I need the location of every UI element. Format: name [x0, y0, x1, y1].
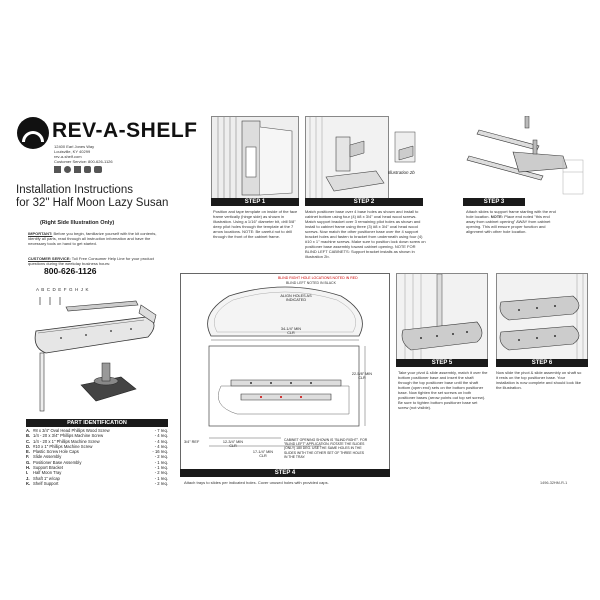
parts-heading: PART IDENTIFICATION [26, 419, 168, 427]
important-label: IMPORTANT: [28, 231, 53, 236]
brand-logo [16, 116, 50, 150]
step-4-dim-4: 12-3/4" MIN CLR [222, 440, 244, 448]
step-4-dim-1: 34-1/4" MIN CLR [280, 327, 302, 335]
step-6-text: Now slide the pivot & slide assembly on … [496, 370, 582, 390]
step-3-text: Attach slides to support frame starting … [466, 209, 556, 234]
customer-service-label: CUSTOMER SERVICE: [28, 256, 71, 261]
step-6-illustration [496, 273, 588, 361]
brand-name: REV-A-SHELF [52, 119, 198, 142]
brand-address: 12400 Earl Jones Way Louisville, KY 4029… [54, 144, 144, 164]
address-line: Louisville, KY 40299 [54, 149, 91, 154]
step-3-label: STEP 3 [463, 198, 525, 206]
step-1-label: STEP 1 [211, 198, 299, 206]
address-line: 12400 Earl Jones Way [54, 144, 95, 149]
pinterest-icon[interactable] [64, 166, 71, 173]
customer-service-block: CUSTOMER SERVICE: Toll Free Consumer Hel… [28, 256, 166, 266]
step-2-illustration [305, 116, 389, 200]
list-item: G.Positioner Base Assembly- 1 req. [26, 459, 168, 465]
address-line: rev-a-shelf.com [54, 154, 82, 159]
step-2b-illustration [391, 128, 421, 168]
step-4-dim-3: 3/4" REF [184, 440, 200, 444]
step-3-main-text: Attach slides to support frame starting … [466, 209, 556, 219]
parts-list: A.#8 x 3/4" Oval Head Phillips Wood Scre… [26, 428, 168, 486]
important-block: IMPORTANT: Before you begin, familiarize… [28, 231, 166, 246]
step-4-red-note-1: BLIND RIGHT HOLE LOCATIONS NOTED IN RED [278, 276, 358, 280]
illustration-note: (Right Side Illustration Only) [40, 220, 115, 226]
logo-mark-icon [17, 117, 49, 149]
document-code: 1496-32HM-R-1 [540, 481, 568, 485]
list-item: A.#8 x 3/4" Oval Head Phillips Wood Scre… [26, 428, 168, 433]
step-5-label: STEP 5 [396, 359, 488, 367]
facebook-icon[interactable] [54, 166, 61, 173]
address-line: Customer Service: 800-626-1126 [54, 159, 113, 164]
list-item: J.Shaft 1" w/cap- 1 req. [26, 475, 168, 481]
parts-letters: A B C D E F G H J K [36, 287, 89, 292]
step-3-note: Place end noted "this end away from cabi… [466, 214, 551, 234]
list-item: F.Slide Assembly- 2 req. [26, 454, 168, 460]
step-2b-callout: Illustration 2b [388, 170, 415, 175]
step-2-label: STEP 2 [305, 198, 423, 206]
step-2-text: Match positioner base over 4 base holes … [305, 209, 426, 259]
step-3-illustration [463, 115, 587, 198]
important-text: Before you begin, familiarize yourself w… [28, 231, 157, 246]
step-5-illustration [396, 273, 488, 361]
parts-illustration [26, 293, 166, 415]
list-item: C.1/4 - 20 x 1" Phillips Machine Screw- … [26, 438, 168, 444]
list-item: I.Half Moon Tray- 2 req. [26, 470, 168, 476]
customer-service-text: Toll Free Consumer Help Line for your pr… [28, 256, 154, 266]
step-1-illustration [211, 116, 299, 200]
youtube-icon[interactable] [94, 166, 102, 173]
step-4-frame [180, 273, 390, 471]
step-6-label: STEP 6 [496, 359, 588, 367]
step-4-caption: Attach trays to slides per indicated hol… [184, 480, 329, 485]
list-item: K.Shelf Support- 2 req. [26, 480, 168, 486]
step-4-red-note-2: BLIND LEFT NOTED IN BLACK [286, 281, 336, 285]
instagram-icon[interactable] [84, 166, 91, 173]
step-5-text: Take your pivot & slide assembly, match … [398, 370, 488, 410]
title-line-1: Installation Instructions [16, 184, 133, 196]
social-icons [54, 166, 102, 173]
title-line-2: for 32" Half Moon Lazy Susan [16, 196, 169, 209]
step-4-dim-5: 17-1/4" MIN CLR [252, 450, 274, 458]
page-title: Installation Instructions for 32" Half M… [16, 184, 206, 209]
list-item: H.Support Bracket- 1 req. [26, 465, 168, 471]
list-item: D.#10 x 1" Phillips Machine Screw- 4 req… [26, 443, 168, 449]
step-4-dim-2: 22-5/8" MIN CLR [351, 372, 373, 380]
list-item: B.1/4 - 20 x 3/4" Phillips Machine Screw… [26, 433, 168, 439]
step-4-align-note: ALIGN HOLES AS INDICATED [280, 294, 312, 302]
step-1-text: Position and tape template on inside of … [213, 209, 298, 239]
step-3-note-label: NOTE: [490, 214, 504, 219]
step-4-cabinet-note: CABINET OPENING SHOWN IS "BLIND RIGHT". … [284, 438, 368, 459]
step-4-label: STEP 4 [180, 469, 390, 477]
list-item: E.Plastic Screw Hole Caps- 16 req. [26, 449, 168, 455]
customer-service-phone[interactable]: 800-626-1126 [44, 266, 97, 276]
step-4-diagram [207, 286, 366, 447]
twitter-icon[interactable] [74, 166, 81, 173]
